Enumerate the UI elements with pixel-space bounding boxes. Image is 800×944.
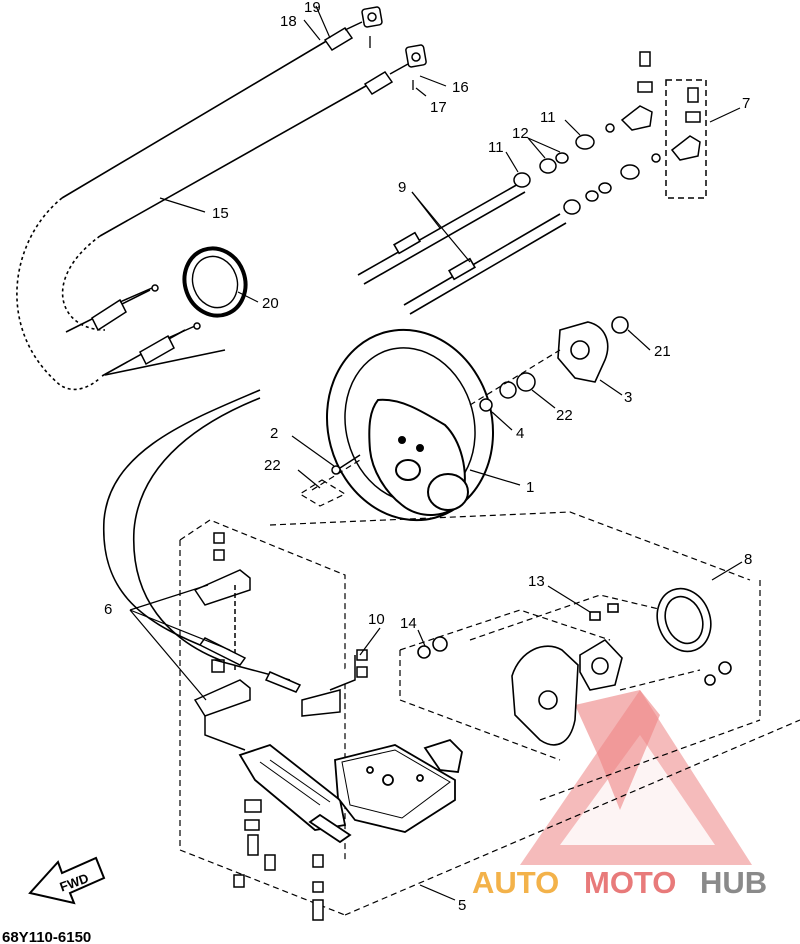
part-label: 14 — [400, 615, 417, 632]
cable-end-lower-2 — [139, 322, 201, 366]
part-label: 8 — [744, 551, 752, 568]
steering-wheel-1 — [325, 328, 495, 522]
part-label: 5 — [458, 897, 466, 914]
part-label: 3 — [624, 389, 632, 406]
bracket-10 — [301, 649, 368, 717]
watermark-part-hub: HUB — [700, 865, 767, 900]
pedal-assembly — [238, 738, 463, 844]
part-label: 22 — [556, 407, 573, 424]
cable-15 — [16, 29, 381, 661]
joint-7 — [620, 51, 707, 199]
part-label: 12 — [512, 125, 529, 142]
part-label: 6 — [104, 601, 112, 618]
part-label: 7 — [742, 95, 750, 112]
washers-4-22 — [479, 372, 536, 412]
part-label: 13 — [528, 573, 545, 590]
part-label: 10 — [368, 611, 385, 628]
fwd-arrow-icon: FWD — [28, 856, 106, 905]
part-label: 18 — [280, 13, 297, 30]
part-label: 9 — [398, 179, 406, 196]
bottom-bolts — [233, 799, 324, 921]
part-label: 11 — [540, 109, 556, 126]
part-label: 4 — [516, 425, 524, 442]
part-label: 16 — [452, 79, 469, 96]
cable-end-16 — [363, 44, 427, 96]
cable-9 — [357, 182, 567, 315]
part-label: 15 — [212, 205, 229, 222]
cable-clamps — [198, 637, 302, 693]
watermark-text: AUTO MOTO HUB — [472, 865, 767, 900]
cable-end-lower-1 — [91, 284, 159, 332]
part-label: 21 — [654, 343, 671, 360]
part-label: 2 — [270, 425, 278, 442]
diagram-code: 68Y110-6150 — [2, 929, 91, 944]
nuts-washers — [513, 123, 661, 215]
small-bolts — [369, 36, 414, 90]
cable-end-18 — [323, 6, 383, 52]
part-label: 11 — [488, 139, 504, 156]
part-label: 1 — [526, 479, 534, 496]
watermark-part-moto: MOTO — [584, 865, 676, 900]
part-label: 22 — [264, 457, 281, 474]
label-leaders — [129, 5, 743, 901]
bracket-6 — [193, 532, 251, 751]
plate-and-disc — [417, 587, 732, 746]
part-label: 17 — [430, 99, 447, 116]
seal-ring-20 — [182, 246, 248, 318]
watermark-part-auto: AUTO — [472, 865, 559, 900]
part-label: 20 — [262, 295, 279, 312]
watermark-logo-icon — [520, 690, 752, 865]
screw-2 — [331, 454, 361, 475]
hub-bracket-3 — [557, 316, 629, 383]
part-labels: 19 18 16 17 15 20 9 11 12 11 7 21 3 22 4… — [104, 0, 752, 914]
part-label: 19 — [304, 0, 321, 16]
